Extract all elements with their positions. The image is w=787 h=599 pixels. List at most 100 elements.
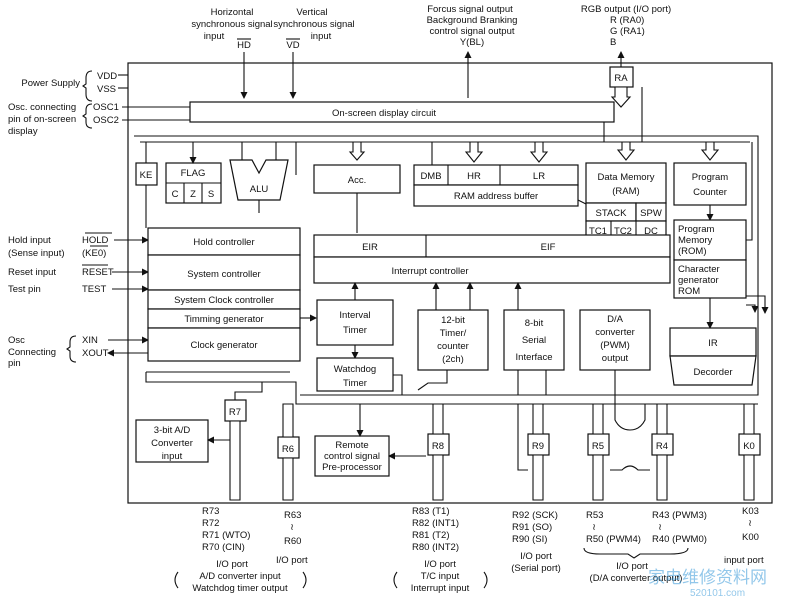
ra-label: RA [614,73,628,84]
da-label-1: D/A [607,314,624,325]
ke0-pin-label: (KE0) [82,248,106,259]
flag-z: Z [190,189,196,200]
char-gen-rom [673,259,747,299]
hold-controller [147,227,301,256]
int-ctrl-label: Interrupt controller [391,266,468,277]
r9-label: R9 [532,441,544,452]
acc-box [313,164,401,194]
r9-desc-1: I/O port [520,551,552,562]
focus-label-3: control signal output [429,26,514,37]
sys-ctrl-label: System controller [187,269,260,280]
ke-label: KE [140,170,153,181]
adc-label-1: 3-bit A/D [154,425,191,436]
r7-desc-1: I/O port [216,559,248,570]
k0-desc: input port [724,555,764,566]
ram-addr-label: RAM address buffer [454,191,538,202]
osc-conn-label-3: display [8,126,38,137]
sense-input-label: (Sense input) [8,248,65,259]
r9-desc-2: (Serial port) [511,563,561,574]
osc-label-2: Connecting [8,347,56,358]
tc1-label: TC1 [589,226,607,237]
osc-label-3: pin [8,358,21,369]
hold-ctrl-label: Hold controller [193,237,254,248]
interval-label-1: Interval [339,310,370,321]
reset-input-label: Reset input [8,267,56,278]
r8-pin-2: R82 (INT1) [412,518,459,529]
hold-input-label: Hold input [8,235,51,246]
r6-pin-3: R60 [284,536,301,547]
r6-desc: I/O port [276,555,308,566]
osd-label: On-screen display circuit [332,108,436,119]
r6-pin-1: R63 [284,510,301,521]
r8-desc-2: T/C input [421,571,460,582]
osc1-label: OSC1 [93,102,119,113]
r6-pin-2: ≀ [290,522,294,533]
r5-pin-2: ≀ [592,522,596,533]
timer12-label-1: 12-bit [441,315,465,326]
timer-counter-12bit [417,309,489,371]
vd-label: VD [286,40,299,51]
rom-label-3: (ROM) [678,246,707,257]
serial-label-1: 8-bit [525,318,544,329]
watchdog-timer [316,357,394,392]
serial-interface [503,309,565,371]
k0-pin-1: K03 [742,506,759,517]
k0-label: K0 [743,441,755,452]
r4-pin-2: ≀ [658,522,662,533]
r4-pin-1: R43 (PWM3) [652,510,707,521]
hsync-label-2: synchronous signal [191,19,272,30]
rom-label-2: Memory [678,235,713,246]
data-memory [585,162,667,204]
decoder-label: Decorder [693,367,732,378]
alu-label: ALU [250,184,269,195]
adc-label-3: input [162,451,183,462]
focus-label-2: Background Branking [427,15,518,26]
data-mem-label-1: Data Memory [597,172,654,183]
hsync-label-1: Horizontal [211,7,254,18]
r9-pin-2: R91 (SO) [512,522,552,533]
r54-desc-1: I/O port [616,561,648,572]
vss-label: VSS [97,84,116,95]
cgrom-label-1: Character [678,264,720,275]
remote-label-2: control signal [324,451,380,462]
r4-label: R4 [656,441,668,452]
da-label-2: converter [595,327,635,338]
osd-circuit [189,101,615,123]
reset-pin-label: RESET [82,267,114,278]
r54-desc-2: (D/A converter output) [590,573,683,584]
timer12-label-2: Timer/ [440,328,467,339]
power-supply-label: Power Supply [21,78,80,89]
watchdog-label-1: Watchdog [334,364,376,375]
acc-label: Acc. [348,175,366,186]
r8-pin-3: R81 (T2) [412,530,449,541]
flag-label: FLAG [181,168,206,179]
program-counter [673,162,747,206]
k0-pin-3: K00 [742,532,759,543]
adc-box [135,419,209,463]
test-pin-name: TEST [82,284,106,295]
xout-label: XOUT [82,348,109,359]
alu-shape [229,159,289,201]
r8-desc-3: Interrupt input [411,583,470,594]
r7-pin-4: R70 (CIN) [202,542,245,553]
serial-label-3: Interface [516,352,553,363]
cgrom-label-2: generator [678,275,719,286]
rom-label-1: Program [678,224,715,235]
decoder-shape [669,355,757,386]
rgb-label-2: R (RA0) [610,15,644,26]
osc-conn-label-1: Osc. connecting [8,102,76,113]
r8-pin-1: R83 (T1) [412,506,449,517]
r7-desc-3: Watchdog timer output [192,583,288,594]
pc-label-1: Program [692,172,729,183]
r6-label: R6 [282,444,294,455]
osc2-label: OSC2 [93,115,119,126]
timer12-label-4: (2ch) [442,354,464,365]
da-converter [579,309,651,371]
r7-pin-1: R73 [202,506,219,517]
focus-label-4: Y(BL) [460,37,484,48]
watchdog-label-2: Timer [343,378,367,389]
k0-pin-2: ≀ [748,518,752,529]
r7-desc-2: A/D converter input [199,571,281,582]
rgb-label-1: RGB output (I/O port) [581,4,671,15]
